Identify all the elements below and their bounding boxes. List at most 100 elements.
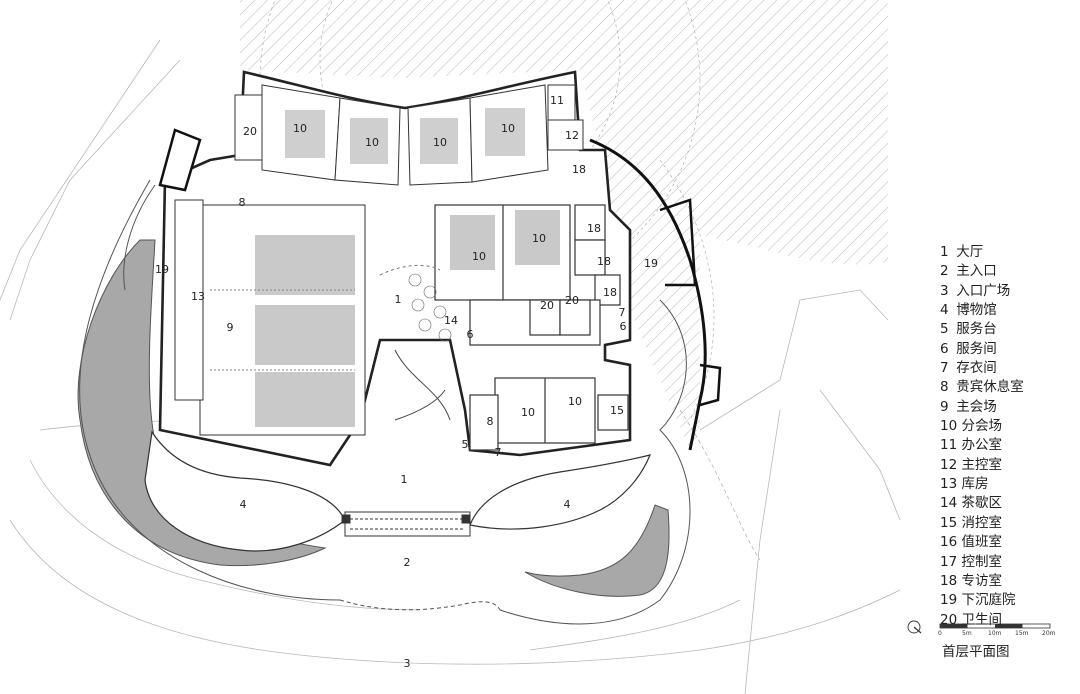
legend-item: 19 下沉庭院: [940, 591, 1075, 610]
legend-item-name: 贵宾休息室: [956, 379, 1024, 396]
legend-item-name: 专访室: [961, 572, 1002, 589]
legend-item-number: 19: [940, 592, 958, 609]
plan-title: 首层平面图: [942, 644, 1010, 660]
legend-item-number: 16: [940, 534, 958, 551]
legend-item-number: 5: [940, 321, 949, 338]
scale-tick-labels: 0 5m 10m 15m 20m: [938, 630, 1058, 640]
east-bay-1: [659, 198, 697, 287]
label-sub-10e: 10: [472, 250, 486, 263]
sub-hall-block-bottom: [469, 377, 629, 451]
legend-item: 4 博物馆: [940, 301, 1075, 320]
sunken-court-right: [524, 504, 670, 597]
label-sub-10h: 10: [568, 395, 582, 408]
scale-tick-15m: 15m: [1015, 630, 1029, 637]
legend-item: 1 大厅: [940, 243, 1075, 262]
legend-item: 3 入口广场: [940, 282, 1075, 301]
legend-item: 11 办公室: [940, 436, 1075, 455]
legend-item-name: 服务台: [956, 321, 997, 338]
label-int-18d: 18: [603, 286, 617, 299]
label-service-5: 5: [462, 438, 469, 451]
label-office-11: 11: [550, 94, 564, 107]
label-int-18c: 18: [597, 255, 611, 268]
label-service-6b: 6: [620, 320, 627, 333]
legend-item: 13 库房: [940, 475, 1075, 494]
hatched-ground: [240, 0, 888, 450]
legend-item: 16 值班室: [940, 533, 1075, 552]
label-int-18b: 18: [587, 222, 601, 235]
scale-tick-5m: 5m: [962, 630, 972, 637]
legend-item-name: 主会场: [956, 398, 997, 415]
landscape-outline: [79, 179, 691, 625]
legend-item-number: 20: [940, 611, 958, 628]
label-cloak-7b: 7: [495, 446, 502, 459]
legend-item-name: 存衣间: [956, 360, 997, 377]
label-sub-10f: 10: [532, 232, 546, 245]
label-control-12: 12: [565, 129, 579, 142]
label-court-19a: 19: [155, 263, 169, 276]
east-facade: [589, 138, 707, 451]
label-sub-10c: 10: [433, 136, 447, 149]
legend-item-number: 14: [940, 495, 958, 512]
scale-tick-20m: 20m: [1042, 630, 1056, 637]
legend-item-number: 9: [940, 398, 949, 415]
legend-item-name: 主控室: [961, 456, 1002, 473]
label-hall-1b: 1: [401, 473, 408, 486]
label-vip-8a: 8: [239, 196, 246, 209]
legend-item-number: 11: [940, 437, 958, 454]
legend-item-name: 控制室: [961, 553, 1002, 570]
label-int-18a: 18: [572, 163, 586, 176]
legend-item-number: 12: [940, 456, 958, 473]
legend-item-number: 3: [940, 282, 949, 299]
legend-item-name: 消控室: [961, 514, 1002, 531]
legend-item-name: 库房: [961, 476, 989, 493]
label-wc-20c: 20: [565, 294, 579, 307]
legend-item-number: 1: [940, 244, 949, 260]
label-court-19b: 19: [644, 257, 658, 270]
legend-item-number: 2: [940, 263, 949, 280]
legend-item-number: 18: [940, 572, 958, 589]
label-cloak-7a: 7: [619, 306, 626, 319]
legend-item: 10 分会场: [940, 417, 1075, 436]
lobby-arc: [379, 265, 441, 276]
tea-break-area: [394, 273, 452, 421]
legend-item: 8 贵宾休息室: [940, 378, 1075, 397]
legend-item-name: 主入口: [956, 263, 997, 280]
east-bay-2: [699, 363, 722, 407]
legend-item: 6 服务间: [940, 340, 1075, 359]
seating-top: [285, 108, 525, 164]
main-hall: [174, 199, 366, 436]
label-sub-10d: 10: [501, 122, 515, 135]
legend-item: 7 存衣间: [940, 359, 1075, 378]
label-hall-1: 1: [395, 293, 402, 306]
legend-item: 14 茶歇区: [940, 494, 1075, 513]
legend-item-number: 17: [940, 553, 958, 570]
legend-item: 15 消控室: [940, 514, 1075, 533]
museum-right: [469, 454, 651, 530]
label-sub-10g: 10: [521, 406, 535, 419]
legend-item: 5 服务台: [940, 320, 1075, 339]
label-wc-20a: 20: [243, 125, 257, 138]
legend-item-name: 入口广场: [956, 282, 1011, 299]
sub-hall-block-right: [434, 204, 621, 346]
label-entrance-2: 2: [404, 556, 411, 569]
west-bay: [158, 128, 202, 192]
legend-item-name: 卫生间: [961, 611, 1002, 628]
legend-item: 20 卫生间: [940, 611, 1075, 630]
legend-item-name: 办公室: [961, 437, 1002, 454]
label-plaza-3: 3: [404, 657, 411, 670]
scale-bar: [939, 623, 1051, 629]
label-service-6a: 6: [467, 328, 474, 341]
legend-item-name: 服务间: [956, 340, 997, 357]
legend-item-name: 下沉庭院: [961, 592, 1016, 609]
legend-item-number: 13: [940, 476, 958, 493]
legend-item-number: 8: [940, 379, 949, 396]
legend-item-name: 大厅: [956, 244, 984, 260]
legend-item-name: 分会场: [961, 418, 1002, 435]
label-vip-8b: 8: [487, 415, 494, 428]
legend-item-number: 6: [940, 340, 949, 357]
legend-item: 12 主控室: [940, 456, 1075, 475]
legend-item-number: 4: [940, 302, 949, 319]
label-main-9: 9: [227, 321, 234, 334]
